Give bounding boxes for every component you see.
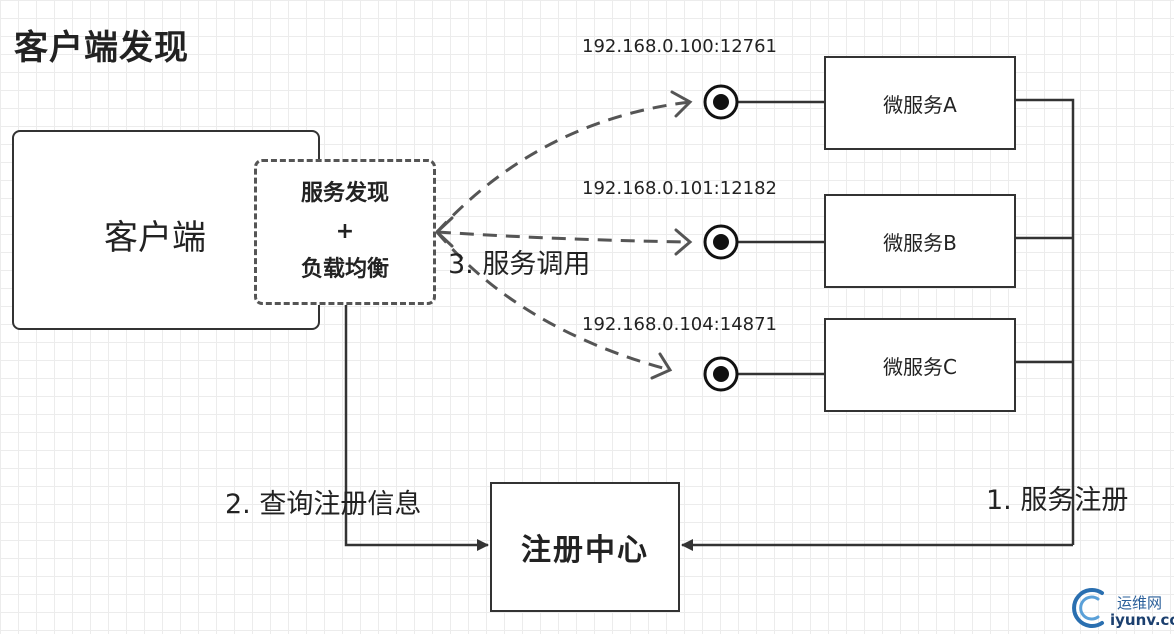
arrowhead-to-lb xyxy=(434,216,454,248)
lb-line-plus: + xyxy=(335,219,355,244)
service-b-box: 微服务B xyxy=(824,194,1016,288)
service-b-address: 192.168.0.101:12182 xyxy=(582,178,778,199)
lb-line-balance: 负载均衡 xyxy=(300,257,389,282)
endpoint-b-icon xyxy=(703,224,739,260)
discovery-lb-box: 服务发现 + 负载均衡 xyxy=(254,159,436,305)
registry-label: 注册中心 xyxy=(521,533,649,568)
client-label: 客户端 xyxy=(104,218,206,258)
arrowhead-to-b xyxy=(674,228,693,256)
invoke-arrow-a xyxy=(435,100,691,234)
step-invoke-label: 3. 服务调用 xyxy=(448,249,591,280)
registry-box: 注册中心 xyxy=(490,482,680,612)
page-title: 客户端发现 xyxy=(14,28,189,68)
service-a-address: 192.168.0.100:12761 xyxy=(582,36,778,57)
arrowhead-to-c xyxy=(650,352,673,380)
service-c-label: 微服务C xyxy=(883,354,957,379)
invoke-arrow-c xyxy=(435,231,671,372)
service-b-label: 微服务B xyxy=(883,230,957,255)
step-query-label: 2. 查询注册信息 xyxy=(225,489,422,520)
watermark-text: 运维网 xyxy=(1117,594,1163,612)
query-arrow xyxy=(344,305,489,551)
endpoint-a-icon xyxy=(703,84,739,120)
watermark-logo-icon xyxy=(1072,588,1104,628)
step-register-label: 1. 服务注册 xyxy=(986,485,1129,516)
service-c-address: 192.168.0.104:14871 xyxy=(582,314,778,335)
service-c-box: 微服务C xyxy=(824,318,1016,412)
register-line-a xyxy=(1016,98,1075,545)
invoke-arrow-b xyxy=(436,230,691,244)
endpoint-c-icon xyxy=(703,356,739,392)
watermark-url: iyunv.com xyxy=(1110,611,1174,629)
lb-line-discovery: 服务发现 xyxy=(300,181,389,206)
arrowhead-to-a xyxy=(670,90,693,118)
service-a-label: 微服务A xyxy=(883,92,957,117)
service-a-box: 微服务A xyxy=(824,56,1016,150)
